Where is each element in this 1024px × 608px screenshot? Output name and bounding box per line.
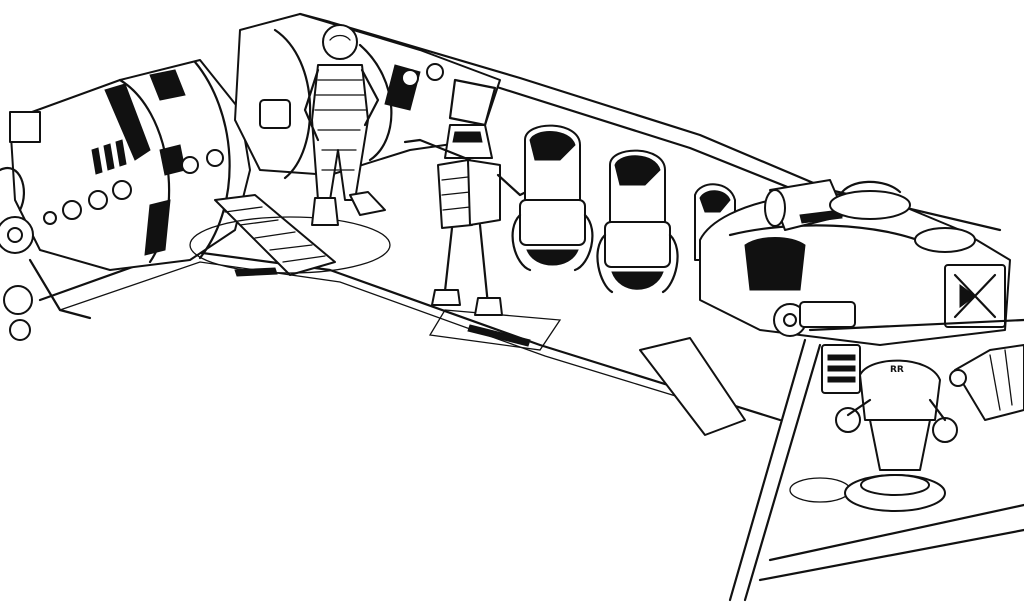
control-console xyxy=(699,179,1011,346)
robot-walker xyxy=(403,124,532,316)
lower-deck-robot: RR xyxy=(835,359,958,512)
robot-head-label: RR xyxy=(890,365,904,375)
pod-robot-2 xyxy=(596,149,679,294)
floor-ring xyxy=(189,216,391,274)
rear-bulkhead xyxy=(234,13,501,180)
astronaut-figure xyxy=(303,24,386,226)
pod-robot-1 xyxy=(511,124,594,272)
boarding-ramp xyxy=(214,194,336,276)
lower-deck-window xyxy=(639,318,1024,602)
left-edge-machinery xyxy=(0,166,34,341)
right-edge-machinery xyxy=(949,344,1024,421)
cylinder-module-left xyxy=(9,59,251,271)
